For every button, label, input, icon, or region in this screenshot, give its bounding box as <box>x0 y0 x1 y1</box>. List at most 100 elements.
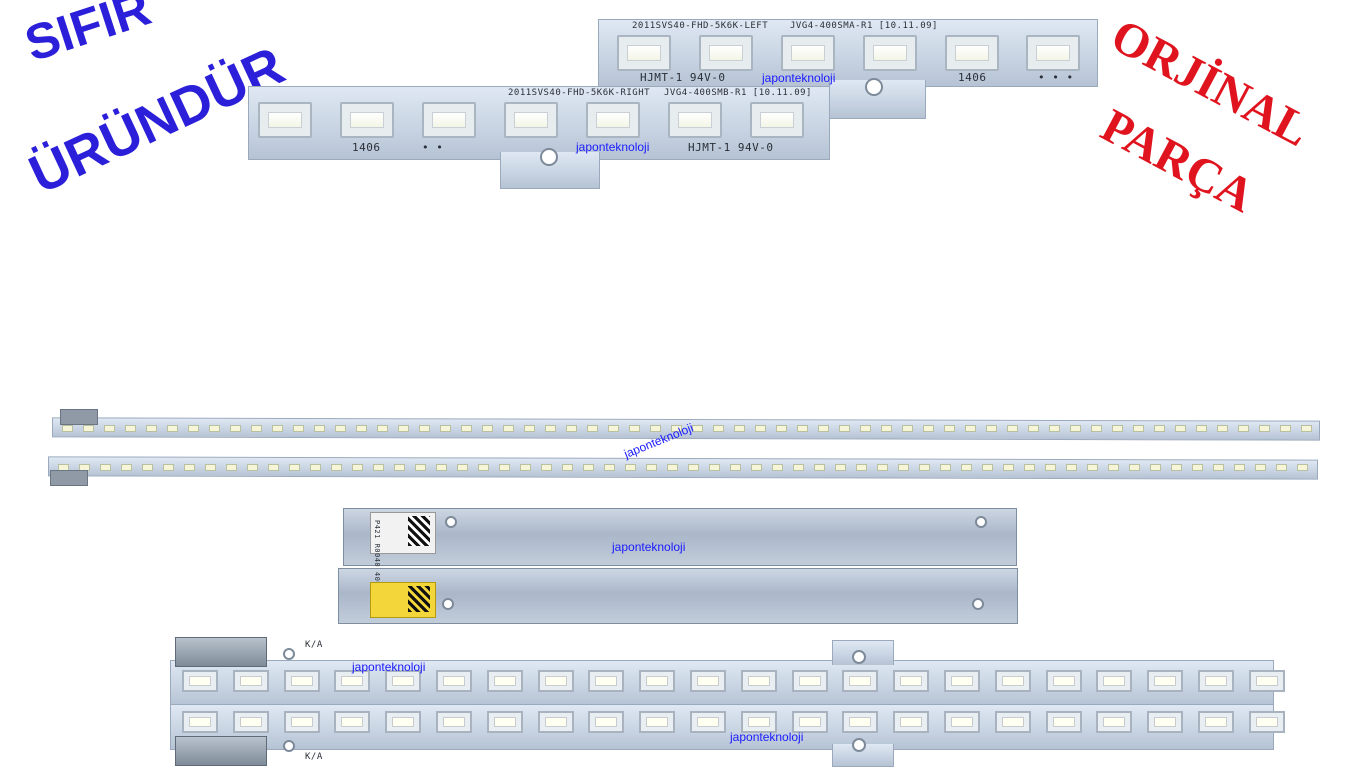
led-chip <box>690 670 726 692</box>
led-chip <box>1096 670 1132 692</box>
led-chip <box>1049 425 1060 432</box>
led-chip <box>639 670 675 692</box>
led-chip <box>146 425 157 432</box>
led-chip <box>562 464 573 471</box>
led-chip <box>667 464 678 471</box>
led-chip <box>839 425 850 432</box>
led-chip <box>940 464 951 471</box>
led-chip <box>586 102 640 138</box>
led-chip <box>293 425 304 432</box>
qr-code <box>408 516 430 546</box>
led-chip <box>982 464 993 471</box>
led-chip <box>588 711 624 733</box>
watermark: japonteknoloji <box>576 140 650 154</box>
led-chip <box>503 425 514 432</box>
led-chip <box>184 464 195 471</box>
led-chip <box>233 670 269 692</box>
led-chip <box>1150 464 1161 471</box>
led-chip <box>1154 425 1165 432</box>
led-chip <box>335 425 346 432</box>
led-chip <box>604 464 615 471</box>
mounting-hole <box>283 648 295 660</box>
led-chip <box>436 464 447 471</box>
led-chip <box>377 425 388 432</box>
led-chip <box>860 425 871 432</box>
led-chip <box>1249 711 1285 733</box>
led-chip <box>1217 425 1228 432</box>
led-chip <box>284 670 320 692</box>
led-chip <box>741 711 777 733</box>
led-chip <box>709 464 720 471</box>
led-chip <box>699 35 753 71</box>
led-chip <box>461 425 472 432</box>
led-chip <box>1147 711 1183 733</box>
led-chip <box>100 464 111 471</box>
led-chip <box>842 670 878 692</box>
led-chip <box>629 425 640 432</box>
connector <box>175 637 267 667</box>
led-chip <box>797 425 808 432</box>
led-chip <box>1087 464 1098 471</box>
connector <box>60 409 98 425</box>
led-chip <box>1192 464 1203 471</box>
led-chip <box>792 670 828 692</box>
led-chip <box>436 711 472 733</box>
pcb-model-label-right: 2011SVS40-FHD-5K6K-RIGHT <box>508 88 651 98</box>
led-chip <box>373 464 384 471</box>
led-chip <box>385 711 421 733</box>
mounting-hole <box>540 148 558 166</box>
led-chip <box>230 425 241 432</box>
watermark: japonteknoloji <box>352 660 426 674</box>
led-chip <box>1129 464 1140 471</box>
led-chip <box>419 425 430 432</box>
bracket-label: P421 R0040 40CH4 <box>373 520 381 596</box>
led-chip <box>587 425 598 432</box>
led-chip <box>422 102 476 138</box>
led-chip <box>125 425 136 432</box>
led-chip <box>863 35 917 71</box>
led-chip <box>902 425 913 432</box>
pcb-code-label-right: 1406 <box>352 141 381 154</box>
led-chip <box>163 464 174 471</box>
led-chip <box>182 711 218 733</box>
led-chip <box>893 711 929 733</box>
led-chip <box>1198 711 1234 733</box>
led-chip <box>986 425 997 432</box>
led-chip <box>835 464 846 471</box>
led-chip <box>944 711 980 733</box>
led-strip-long-bottom <box>47 456 1319 480</box>
led-chip <box>1196 425 1207 432</box>
led-chip <box>1276 464 1287 471</box>
led-chip <box>1238 425 1249 432</box>
led-chip <box>671 425 682 432</box>
led-chip <box>1259 425 1270 432</box>
led-chip <box>1045 464 1056 471</box>
led-chip <box>1171 464 1182 471</box>
led-chip <box>776 425 787 432</box>
led-chip <box>1066 464 1077 471</box>
led-chip <box>818 425 829 432</box>
led-chip <box>188 425 199 432</box>
led-chip <box>772 464 783 471</box>
led-chip <box>919 464 930 471</box>
led-chip <box>881 425 892 432</box>
led-chip <box>1255 464 1266 471</box>
led-chip <box>608 425 619 432</box>
led-chip <box>1028 425 1039 432</box>
led-chip <box>331 464 342 471</box>
led-chip <box>487 670 523 692</box>
led-chip <box>268 464 279 471</box>
led-chip <box>83 425 94 432</box>
connector <box>50 470 88 486</box>
led-chip <box>668 102 722 138</box>
bracket-bottom <box>338 568 1018 624</box>
led-chip <box>272 425 283 432</box>
bracket-top <box>343 508 1017 566</box>
led-chip <box>856 464 867 471</box>
led-chip <box>781 35 835 71</box>
led-chip <box>314 425 325 432</box>
led-chip <box>1003 464 1014 471</box>
led-chip <box>650 425 661 432</box>
led-chip <box>1070 425 1081 432</box>
pcb-code-label-left: 1406 <box>958 71 987 84</box>
